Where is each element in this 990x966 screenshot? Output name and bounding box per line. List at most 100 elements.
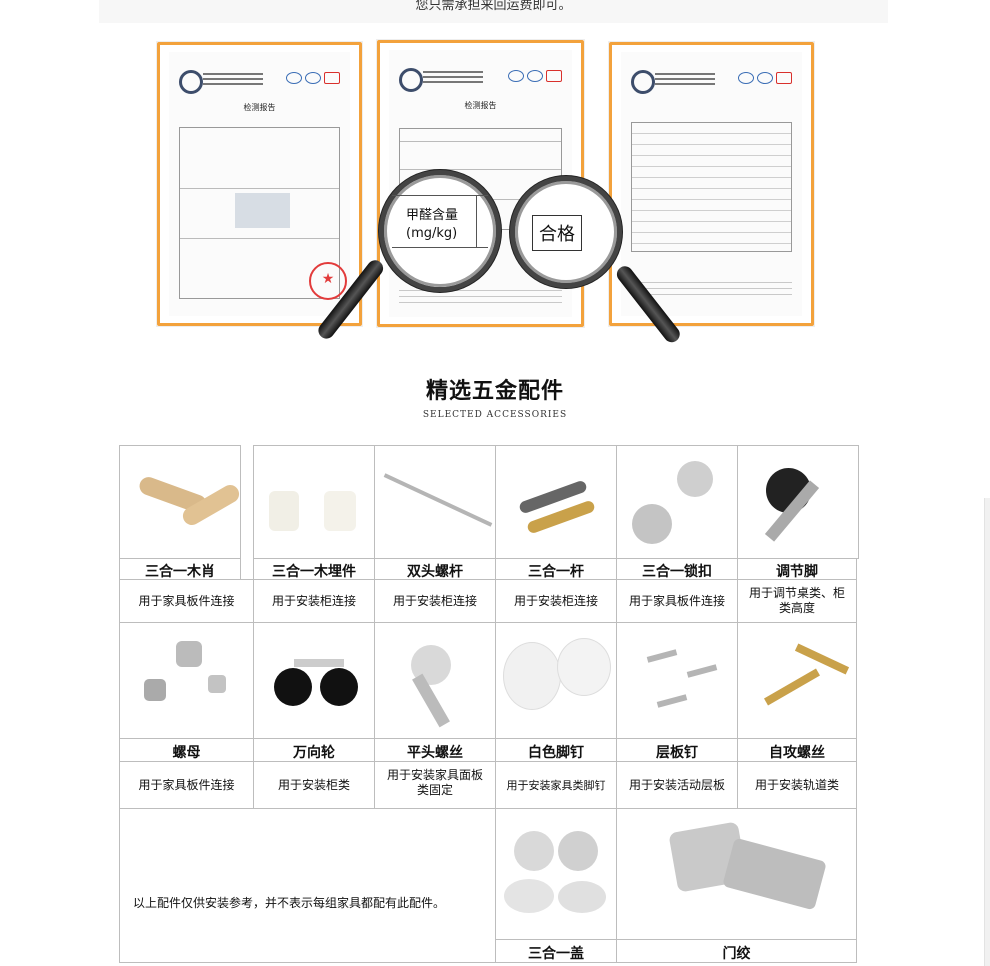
accessory-desc-cell: 用于家具板件连接 — [119, 761, 254, 809]
white-foot-nail-icon — [504, 643, 560, 709]
section-title: 精选五金配件 — [425, 379, 564, 404]
caster-wheel-icon — [274, 668, 312, 706]
scroll-edge — [984, 498, 990, 966]
accessory-name-cell: 双头螺杆 — [374, 558, 496, 580]
accessory-name-cell: 调节脚 — [737, 558, 857, 580]
accessory-desc-cell: 用于安装轨道类 — [737, 761, 857, 809]
accessory-name: 螺母 — [172, 745, 201, 761]
accessory-desc-cell: 用于安装柜连接 — [374, 579, 496, 623]
inspection-logo-icon — [179, 70, 203, 94]
nut-icon — [176, 641, 202, 667]
door-hinge-icon — [722, 837, 827, 911]
accessory-image-adjustable-foot — [737, 445, 859, 559]
double-screw-rod-icon — [383, 473, 493, 527]
accessory-desc: 用于安装柜连接 — [271, 594, 356, 608]
top-note-bar: 您只需承担来回运费即可。 — [99, 0, 888, 23]
accessory-name-cell: 平头螺丝 — [374, 738, 496, 762]
cover-cap-icon — [514, 831, 554, 871]
accessory-desc-cell: 用于安装柜连接 — [495, 579, 617, 623]
accessory-desc: 用于安装家具面板类固定 — [387, 768, 484, 797]
accessory-desc: 用于安装柜类 — [277, 778, 350, 792]
accessory-desc: 用于家具板件连接 — [628, 594, 725, 608]
accessory-name: 三合一杆 — [528, 564, 584, 580]
accessory-desc: 用于安装活动层板 — [628, 778, 725, 792]
bottom-note: 以上配件仅供安装参考，并不表示每组家具都配有此配件。 — [133, 896, 446, 910]
cover-cap-icon — [558, 881, 606, 913]
accessory-name-cell: 三合一木肖 — [119, 558, 241, 580]
accessory-name-cell: 三合一盖 — [495, 939, 617, 963]
inspection-logo-icon — [399, 68, 423, 92]
accessory-image-door-hinge — [616, 808, 857, 940]
accessory-desc: 用于安装柜连接 — [392, 594, 477, 608]
accessory-desc: 用于安装家具类脚钉 — [506, 779, 606, 792]
accessory-name-cell: 螺母 — [119, 738, 254, 762]
accessory-desc-cell: 用于家具板件连接 — [119, 579, 254, 623]
accessory-name-cell: 层板钉 — [616, 738, 738, 762]
accessory-name: 调节脚 — [776, 564, 818, 580]
accessory-name: 自攻螺丝 — [769, 745, 825, 761]
accessory-name: 双头螺杆 — [407, 564, 463, 580]
magnifier-left: 甲醛含量 (mg/kg) — [379, 170, 501, 292]
accessory-image-nuts — [119, 622, 254, 739]
accessory-name-cell: 门绞 — [616, 939, 857, 963]
accessory-image-flat-screw — [374, 622, 496, 739]
test-report-1: 检测报告 — [157, 42, 362, 326]
self-tapping-screw-icon — [794, 643, 850, 675]
accessory-image-wood-dowel — [119, 445, 241, 559]
shelf-pin-icon — [646, 649, 678, 663]
accessory-name: 平头螺丝 — [407, 745, 463, 761]
formaldehyde-unit: (mg/kg) — [406, 226, 458, 241]
inspection-logo-icon — [631, 70, 655, 94]
top-note: 您只需承担来回运费即可。 — [415, 0, 572, 13]
cam-lock-icon — [632, 504, 672, 544]
shelf-pin-icon — [686, 664, 718, 678]
cam-lock-icon — [677, 461, 713, 497]
bottom-note-cell: 以上配件仅供安装参考，并不表示每组家具都配有此配件。 — [119, 808, 496, 963]
accessory-desc: 用于家具板件连接 — [138, 778, 235, 792]
accessory-image-double-screw-rod — [374, 445, 496, 559]
accessory-name: 白色脚钉 — [528, 745, 584, 761]
shelf-pin-icon — [656, 694, 688, 708]
accessory-name-cell: 白色脚钉 — [495, 738, 617, 762]
accessory-image-caster-wheel — [253, 622, 375, 739]
accessory-image-plastic-insert — [253, 445, 375, 559]
accessory-desc: 用于调节桌类、柜类高度 — [748, 586, 845, 615]
cover-cap-icon — [558, 831, 598, 871]
accessory-desc-cell: 用于家具板件连接 — [616, 579, 738, 623]
accessory-desc-cell: 用于安装家具面板类固定 — [374, 761, 496, 809]
accessory-name: 三合一锁扣 — [642, 564, 712, 580]
accessory-desc: 用于安装轨道类 — [754, 778, 839, 792]
accessory-desc-cell: 用于安装家具类脚钉 — [495, 761, 617, 809]
accessory-image-cover-cap — [495, 808, 617, 940]
qualified-label: 合格 — [539, 224, 575, 245]
accessory-name: 万向轮 — [293, 745, 335, 761]
nut-icon — [208, 675, 226, 693]
magnifier-right: 合格 — [510, 176, 622, 288]
accessory-name: 三合一盖 — [528, 946, 584, 962]
accessory-desc-cell: 用于安装柜连接 — [253, 579, 375, 623]
red-stamp — [309, 262, 347, 300]
report-title: 检测报告 — [243, 103, 276, 112]
plastic-insert-icon — [269, 491, 299, 531]
formaldehyde-label: 甲醛含量 — [406, 208, 459, 223]
accessory-desc: 用于家具板件连接 — [138, 594, 235, 608]
accessory-desc-cell: 用于安装柜类 — [253, 761, 375, 809]
accessory-desc: 用于安装柜连接 — [513, 594, 598, 608]
accessory-name-cell: 万向轮 — [253, 738, 375, 762]
accessories-table: 三合一木肖 三合一木埋件 双头螺杆 三合一杆 三合一锁扣 调节脚 用于家具板件连… — [119, 445, 859, 963]
accessory-name-cell: 自攻螺丝 — [737, 738, 857, 762]
accessory-name: 门绞 — [722, 946, 751, 962]
white-foot-nail-icon — [558, 639, 610, 695]
nut-icon — [144, 679, 166, 701]
accessory-image-white-foot-nail — [495, 622, 617, 739]
accessory-name-cell: 三合一杆 — [495, 558, 617, 580]
accessory-desc-cell: 用于安装活动层板 — [616, 761, 738, 809]
caster-wheel-icon — [320, 668, 358, 706]
cover-cap-icon — [504, 879, 554, 913]
report-title: 检测报告 — [464, 101, 497, 110]
test-report-3 — [609, 42, 814, 326]
accessory-image-connector-bolt — [495, 445, 617, 559]
accessory-image-self-tapping-screw — [737, 622, 857, 739]
accessory-image-shelf-pin — [616, 622, 738, 739]
section-subtitle: SELECTED ACCESSORIES — [422, 410, 568, 420]
